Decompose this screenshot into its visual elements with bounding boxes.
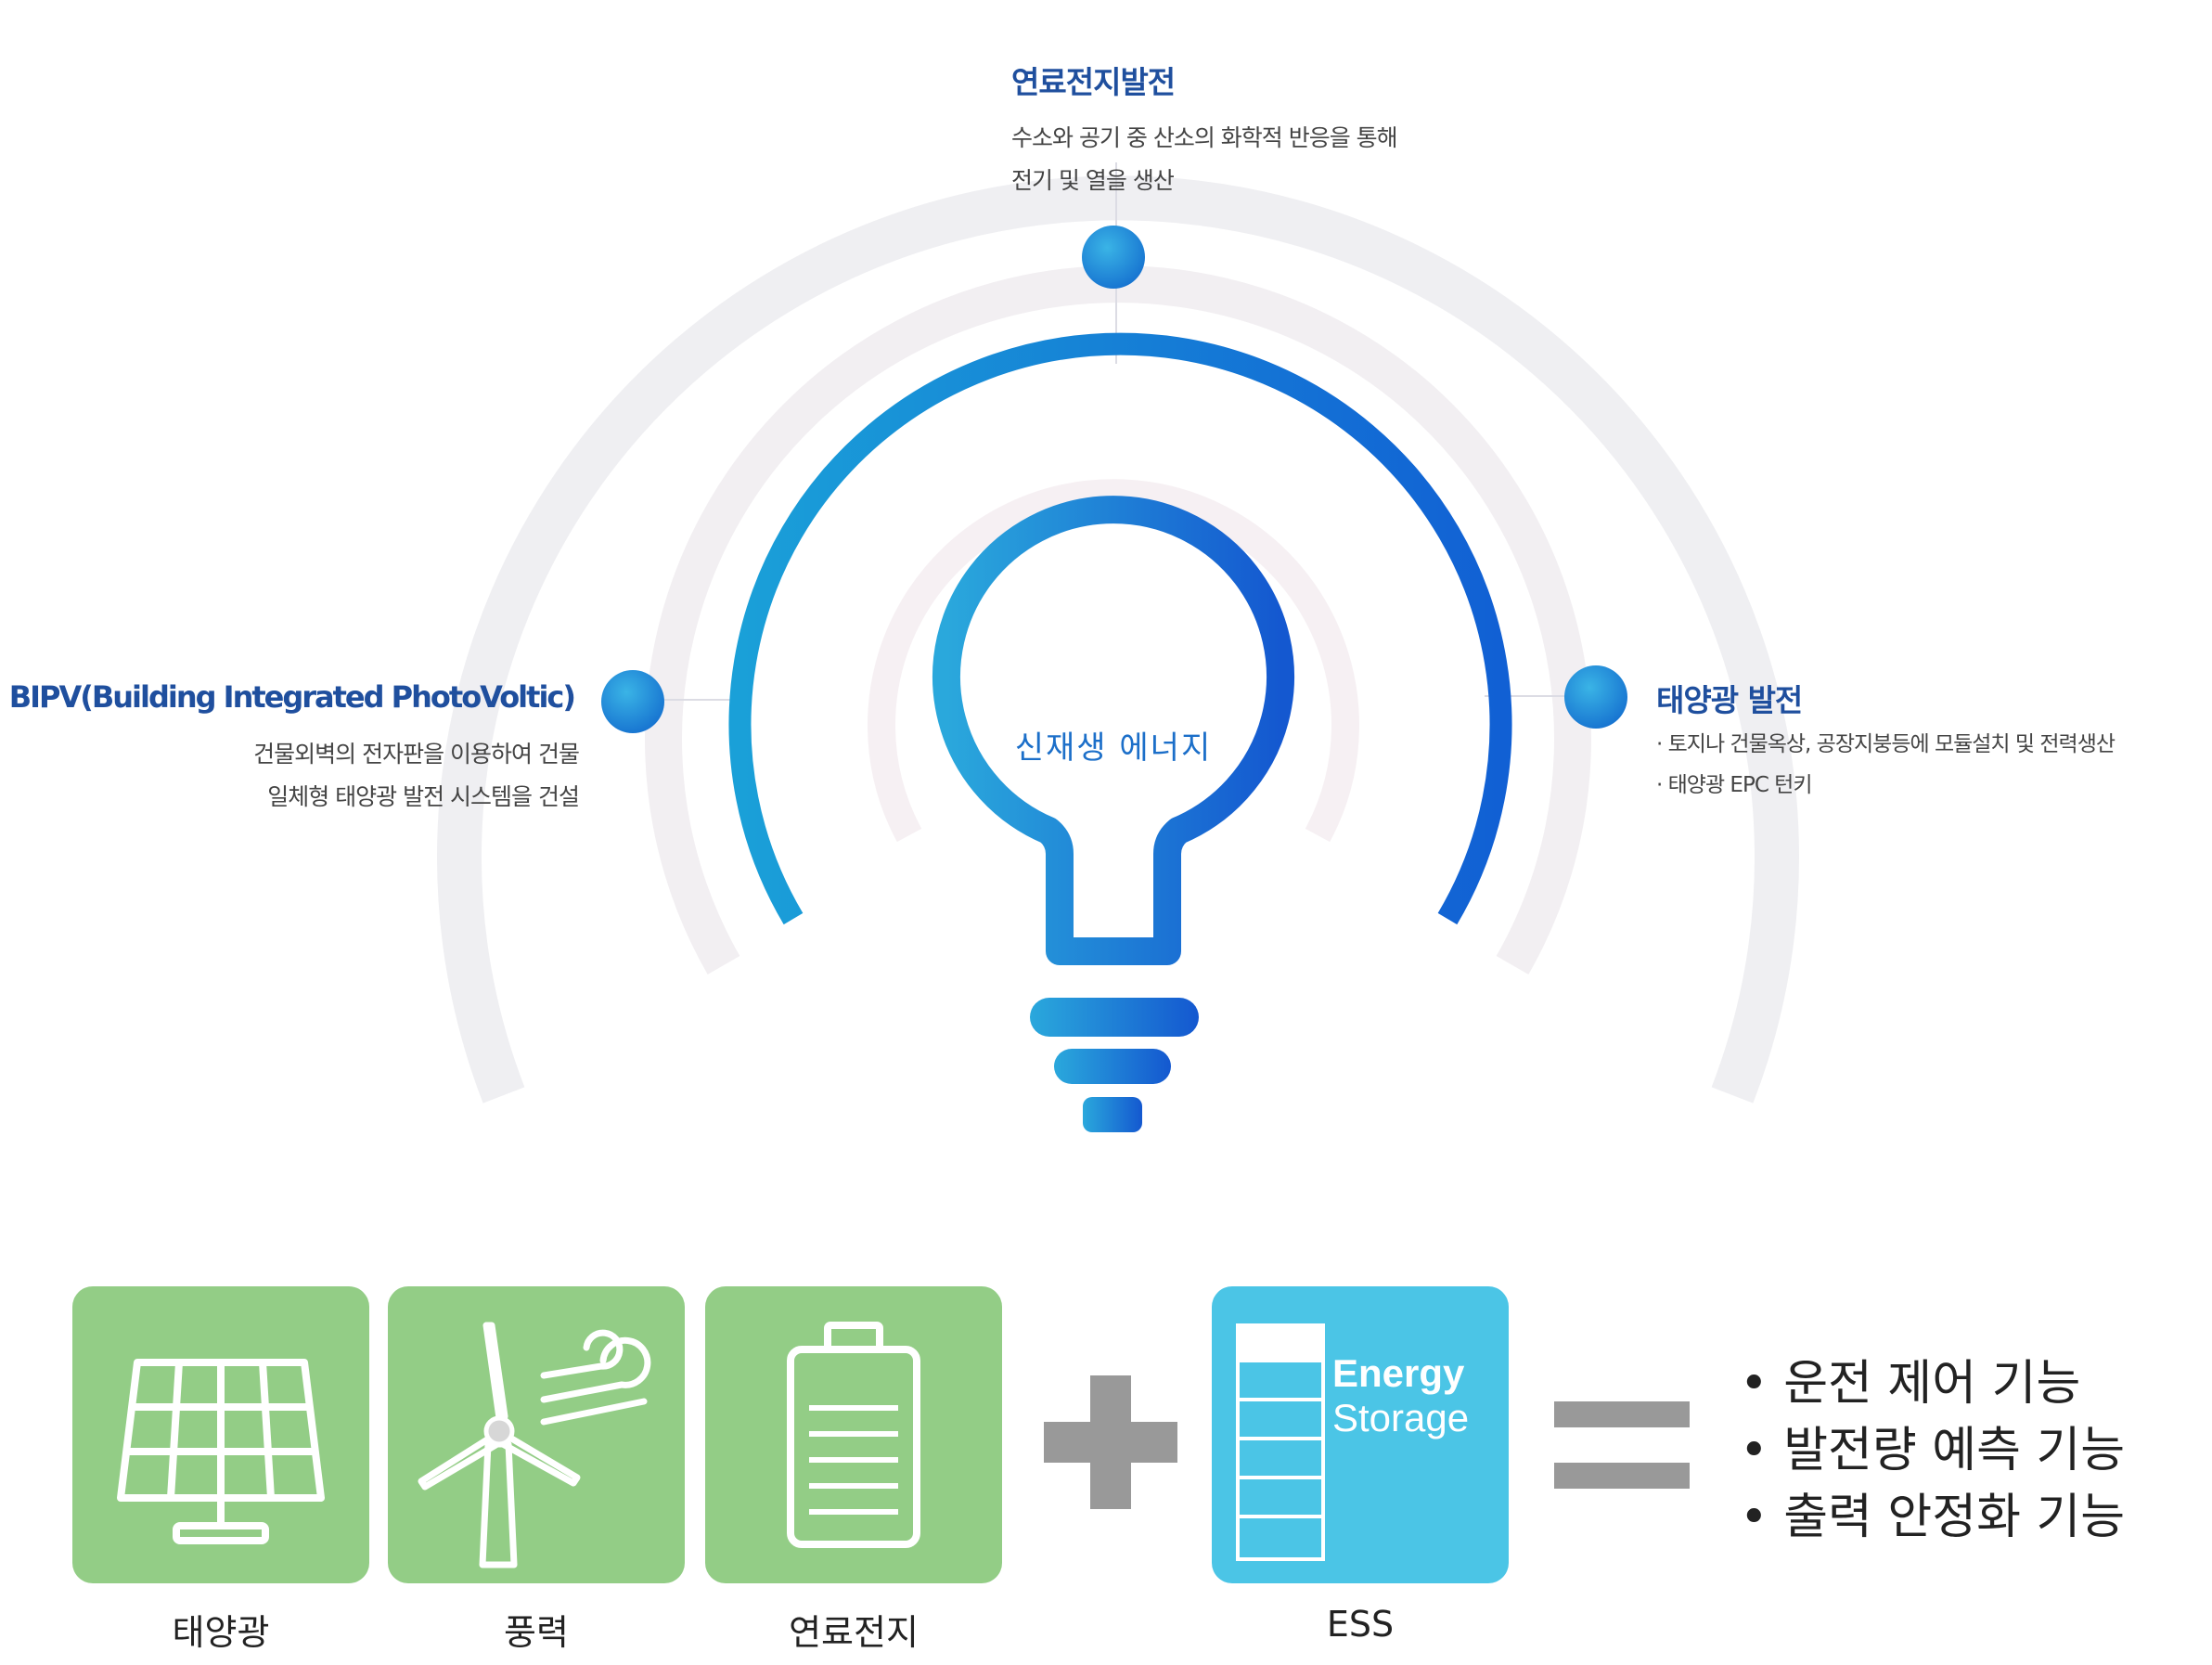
tile-fuel-cell (705, 1286, 1002, 1583)
plus-icon (1044, 1375, 1177, 1509)
solar-desc-line: · 토지나 건물옥상, 공장지붕등에 모듈설치 및 전력생산 (1656, 732, 2116, 756)
solar-title: 태양광 발전 (1656, 682, 1803, 718)
tile-ess: Energy Storage (1212, 1286, 1509, 1583)
label-ess: ESS (1326, 1604, 1395, 1645)
solar-desc-line: · 태양광 EPC 턴키 (1656, 773, 1813, 797)
node-bipv (601, 670, 664, 733)
fuel-cell-title: 연료전지발전 (1011, 64, 1176, 100)
feature-item: • 운전 제어 기능 (1740, 1356, 2081, 1412)
tile-solar (72, 1286, 369, 1583)
tile-wind (388, 1286, 685, 1583)
feature-item: • 출력 안정화 기능 (1740, 1490, 2126, 1545)
wind-turbine-icon (418, 1322, 651, 1568)
bipv-desc-line: 일체형 태양광 발전 시스템을 건설 (267, 783, 580, 810)
energy-storage-icon (1236, 1323, 1325, 1561)
storage-word: Storage (1332, 1396, 1470, 1439)
bipv-title: BIPV(Building Integrated PhotoVoltic) (8, 679, 576, 715)
bulb-base-1 (1030, 998, 1199, 1037)
middle-halo-arc (645, 265, 1591, 974)
battery-icon (787, 1322, 920, 1548)
energy-word: Energy (1332, 1351, 1465, 1395)
node-fuel-cell (1082, 226, 1145, 289)
bulb-base-3 (1083, 1097, 1142, 1132)
solar-description: · 토지나 건물옥상, 공장지붕등에 모듈설치 및 전력생산 · 태양광 EPC… (1656, 724, 2116, 806)
lightbulb-icon (932, 496, 1294, 965)
bipv-description: 건물외벽의 전자판을 이용하여 건물 일체형 태양광 발전 시스템을 건설 (253, 733, 580, 819)
fuel-cell-desc-line: 전기 및 열을 생산 (1011, 167, 1175, 194)
label-solar: 태양광 (172, 1612, 270, 1653)
outer-halo-arc (437, 175, 1799, 1104)
fuel-cell-description: 수소와 공기 중 산소의 화학적 반응을 통해 전기 및 열을 생산 (1011, 117, 1398, 202)
node-solar (1564, 665, 1627, 729)
label-wind: 풍력 (504, 1612, 569, 1653)
inner-halo-arc (868, 479, 1359, 843)
solar-panel-icon (117, 1359, 325, 1544)
equals-icon (1554, 1401, 1690, 1489)
label-fuel-cell: 연료전지 (789, 1612, 919, 1653)
main-arc (728, 332, 1512, 925)
energy-diagram (437, 162, 1799, 1132)
feature-list: • 운전 제어 기능 • 발전량 예측 기능 • 출력 안정화 기능 (1740, 1350, 2125, 1551)
feature-item: • 발전량 예측 기능 (1740, 1423, 2126, 1478)
fuel-cell-desc-line: 수소와 공기 중 산소의 화학적 반응을 통해 (1011, 124, 1398, 151)
bipv-desc-line: 건물외벽의 전자판을 이용하여 건물 (253, 741, 580, 768)
bulb-base-2 (1054, 1049, 1171, 1084)
center-label: 신재생 에너지 (1014, 729, 1213, 767)
